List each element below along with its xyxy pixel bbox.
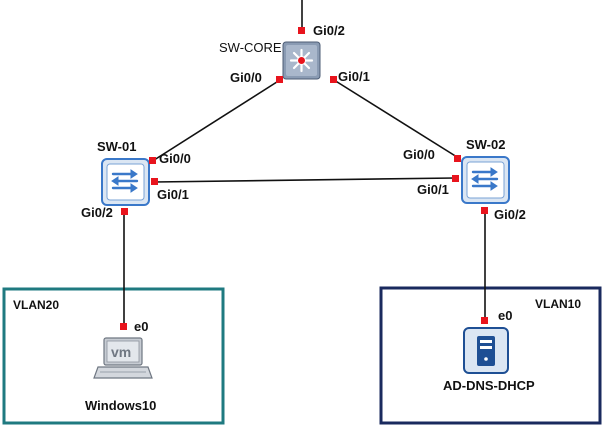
sw-core-port-gi0-2-label: Gi0/2 [313, 23, 345, 38]
sw-core-name: SW-CORE [219, 40, 282, 55]
vm-screen-text: vm [111, 344, 131, 360]
sw-01-port-gi0-2[interactable] [121, 208, 128, 215]
sw-core-port-gi0-0-label: Gi0/0 [230, 70, 262, 85]
layer3-switch-icon [282, 41, 321, 80]
sw-core-port-gi0-1-label: Gi0/1 [338, 69, 370, 84]
vm-laptop-icon: vm [93, 337, 153, 379]
link-core-sw02[interactable] [333, 79, 458, 158]
sw-01-device[interactable]: SW-01 [97, 139, 150, 206]
sw-01-port-gi0-2-label: Gi0/2 [81, 205, 113, 220]
vlan20-zone [2, 287, 225, 425]
server-port-e0-label: e0 [498, 308, 512, 323]
sw-01-port-gi0-0-label: Gi0/0 [159, 151, 191, 166]
sw-02-port-gi0-2[interactable] [481, 207, 488, 214]
vlan10-zone [379, 286, 602, 425]
windows10-name: Windows10 [85, 398, 156, 413]
vlan10-label: VLAN10 [535, 297, 581, 311]
pc-port-e0-label: e0 [134, 319, 148, 334]
sw-02-port-gi0-1[interactable] [452, 175, 459, 182]
sw-core-port-gi0-2[interactable] [298, 27, 305, 34]
link-sw01-sw02[interactable] [153, 177, 456, 183]
sw-01-port-gi0-1[interactable] [151, 178, 158, 185]
windows10-device[interactable]: vm Windows10 [85, 337, 156, 413]
pc-port-e0[interactable] [120, 323, 127, 330]
ad-dns-dhcp-name: AD-DNS-DHCP [443, 378, 535, 393]
vlan20-label: VLAN20 [13, 298, 59, 312]
server-icon [463, 327, 509, 374]
ad-dns-dhcp-device[interactable]: AD-DNS-DHCP [443, 327, 535, 393]
sw-02-port-gi0-2-label: Gi0/2 [494, 207, 526, 222]
sw-core-port-gi0-1[interactable] [330, 76, 337, 83]
sw-02-device[interactable]: SW-02 [461, 137, 510, 204]
switch-icon [101, 158, 150, 206]
sw-core-device[interactable]: SW-CORE [219, 40, 321, 80]
server-port-e0[interactable] [481, 317, 488, 324]
sw-01-name: SW-01 [97, 139, 136, 154]
sw-02-port-gi0-0[interactable] [454, 155, 461, 162]
sw-02-name: SW-02 [466, 137, 505, 152]
sw-02-port-gi0-1-label: Gi0/1 [417, 182, 449, 197]
sw-core-port-gi0-0[interactable] [276, 76, 283, 83]
sw-01-port-gi0-1-label: Gi0/1 [157, 187, 189, 202]
sw-02-port-gi0-0-label: Gi0/0 [403, 147, 435, 162]
link-core-sw01[interactable] [150, 79, 281, 163]
sw-01-port-gi0-0[interactable] [149, 157, 156, 164]
switch-icon [461, 156, 510, 204]
